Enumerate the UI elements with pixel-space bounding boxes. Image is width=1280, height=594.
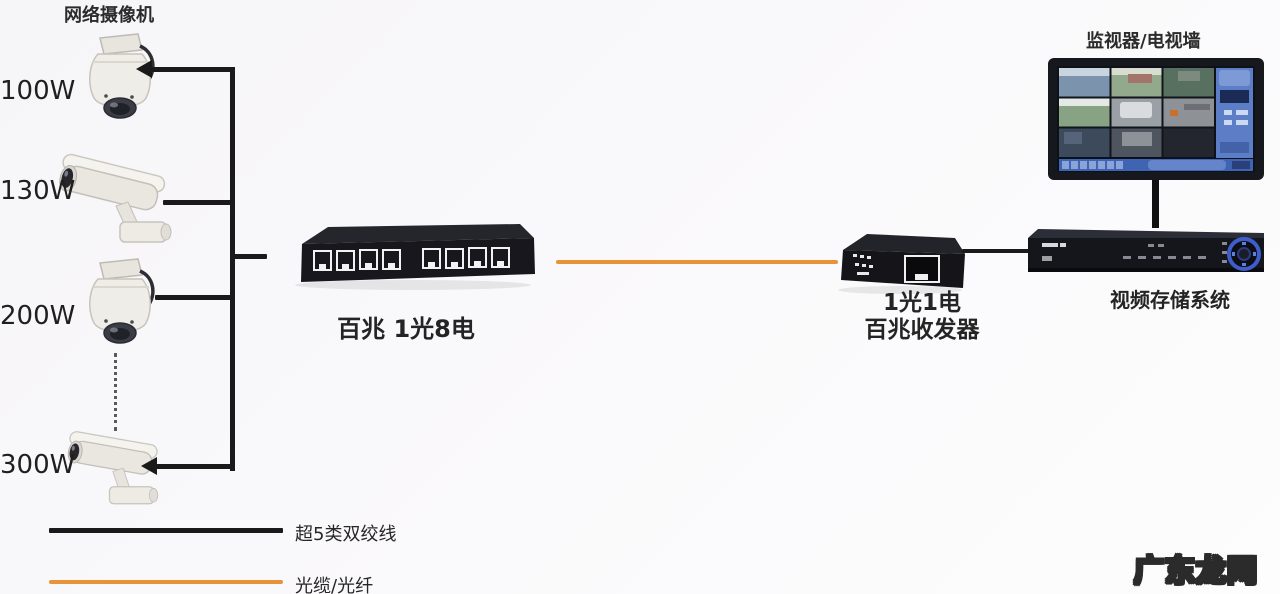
cat5-branch-line — [163, 200, 233, 205]
monitor-stand-line — [1152, 180, 1159, 228]
more-cameras-ellipsis-line — [114, 353, 117, 431]
monitor-icon — [1048, 58, 1264, 180]
camera-power-label: 300W — [0, 450, 76, 480]
media-converter-icon — [838, 234, 965, 294]
cat5-branch-line — [150, 67, 233, 72]
bullet-camera-icon — [67, 431, 159, 505]
switch-label: 百兆 1光8电 — [337, 315, 475, 343]
camera-group-title: 网络摄像机 — [64, 5, 154, 26]
camera-power-label: 200W — [0, 301, 76, 331]
arrowhead-icon — [141, 457, 157, 475]
fiber-line — [556, 260, 838, 264]
legend-fiber-line — [49, 580, 283, 584]
legend-cat5-label: 超5类双绞线 — [295, 524, 397, 545]
legend-fiber-label: 光缆/光纤 — [295, 576, 374, 594]
cat5-trunk-line — [230, 67, 235, 471]
cat5-branch-line — [155, 295, 233, 300]
monitor-label: 监视器/电视墙 — [1086, 31, 1201, 52]
dvr-icon — [1028, 229, 1264, 272]
converter-label-line1: 1光1电 — [882, 290, 961, 316]
cat5-branch-line — [155, 464, 233, 469]
camera-power-label: 100W — [0, 76, 76, 106]
camera-power-label: 130W — [0, 176, 76, 206]
legend-cat5-line — [49, 528, 283, 533]
dome-ptz-camera-icon — [89, 33, 155, 119]
cat5-switch-stub-line — [233, 254, 267, 259]
dome-ptz-camera-icon — [89, 258, 155, 344]
arrowhead-icon — [136, 60, 152, 78]
bullet-camera-icon — [59, 153, 172, 243]
ethernet-switch-icon — [295, 224, 535, 290]
cat5-converter-dvr-line — [962, 249, 1030, 253]
converter-label-line2: 百兆收发器 — [864, 317, 980, 343]
watermark: 广东龙网 — [1133, 553, 1258, 590]
storage-label: 视频存储系统 — [1110, 288, 1230, 312]
